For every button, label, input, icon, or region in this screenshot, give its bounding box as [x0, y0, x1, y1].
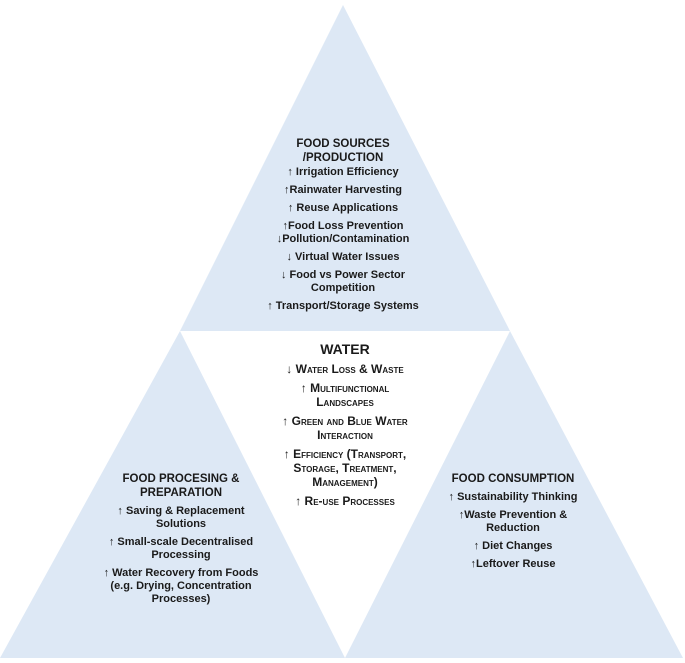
food-sources-title-line1: FOOD SOURCES: [296, 138, 390, 150]
food-sources-block: FOOD SOURCES /PRODUCTION ↑ Irrigation Ef…: [225, 137, 461, 313]
sources-item-food-vs-power: ↓ Food vs Power Sector: [280, 269, 406, 281]
food-sources-title-line2: /PRODUCTION: [302, 152, 384, 164]
sources-item-reuse: ↑ Reuse Applications: [287, 202, 399, 214]
processing-item-processes: Processes): [151, 593, 211, 605]
sources-item-competition: Competition: [310, 282, 376, 294]
consumption-item-waste-prevention: ↑Waste Prevention &: [458, 509, 568, 521]
water-item-reuse: ↑ Re-use Processes: [295, 494, 395, 508]
sources-item-rainwater: ↑Rainwater Harvesting: [284, 184, 402, 196]
sources-item-transport: ↑ Transport/Storage Systems: [267, 300, 419, 312]
water-block: WATER ↓ Water Loss & Waste ↑ Multifuncti…: [240, 341, 450, 508]
water-title: WATER: [320, 341, 370, 357]
processing-item-saving: ↑ Saving & Replacement: [117, 505, 245, 517]
consumption-item-reduction: Reduction: [486, 522, 540, 534]
water-item-storage: Storage, Treatment,: [293, 461, 397, 475]
sources-item-food-loss: ↑Food Loss Prevention: [282, 220, 404, 232]
food-processing-block: FOOD PROCESING & PREPARATION ↑ Saving & …: [72, 472, 290, 606]
top-triangle-sources: [180, 5, 510, 331]
food-processing-title-line2: PREPARATION: [140, 487, 222, 499]
left-triangle-processing: [0, 331, 345, 658]
processing-item-processing: Processing: [151, 549, 211, 561]
consumption-item-leftover: ↑Leftover Reuse: [470, 558, 556, 570]
water-item-multifunctional: ↑ Multifunctional: [300, 381, 390, 395]
processing-item-drying: (e.g. Drying, Concentration: [110, 580, 252, 592]
water-item-green-blue: ↑ Green and Blue Water: [282, 414, 408, 428]
processing-item-water-recovery: ↑ Water Recovery from Foods: [103, 567, 259, 579]
food-consumption-block: FOOD CONSUMPTION ↑ Sustainability Thinki…: [418, 472, 608, 571]
processing-item-solutions: Solutions: [155, 518, 207, 530]
sources-item-pollution: ↓Pollution/Contamination: [276, 233, 410, 245]
processing-item-small-scale: ↑ Small-scale Decentralised: [108, 536, 254, 548]
food-sources-title: FOOD SOURCES /PRODUCTION: [225, 137, 461, 165]
food-consumption-title: FOOD CONSUMPTION: [451, 473, 575, 485]
consumption-item-diet: ↑ Diet Changes: [473, 540, 553, 552]
right-triangle-consumption: [345, 331, 683, 658]
water-item-interaction: Interaction: [317, 428, 373, 442]
sources-item-irrigation: ↑ Irrigation Efficiency: [287, 166, 399, 178]
water-item-loss: ↓ Water Loss & Waste: [286, 362, 404, 376]
water-item-management: Management): [312, 475, 378, 489]
consumption-item-sustainability: ↑ Sustainability Thinking: [448, 491, 578, 503]
water-item-efficiency: ↑ Efficiency (Transport,: [283, 447, 407, 461]
sources-item-virtual-water: ↓ Virtual Water Issues: [286, 251, 400, 263]
water-item-landscapes: Landscapes: [316, 395, 374, 409]
food-processing-title-line1: FOOD PROCESING &: [122, 473, 240, 485]
food-processing-title: FOOD PROCESING & PREPARATION: [72, 472, 290, 500]
